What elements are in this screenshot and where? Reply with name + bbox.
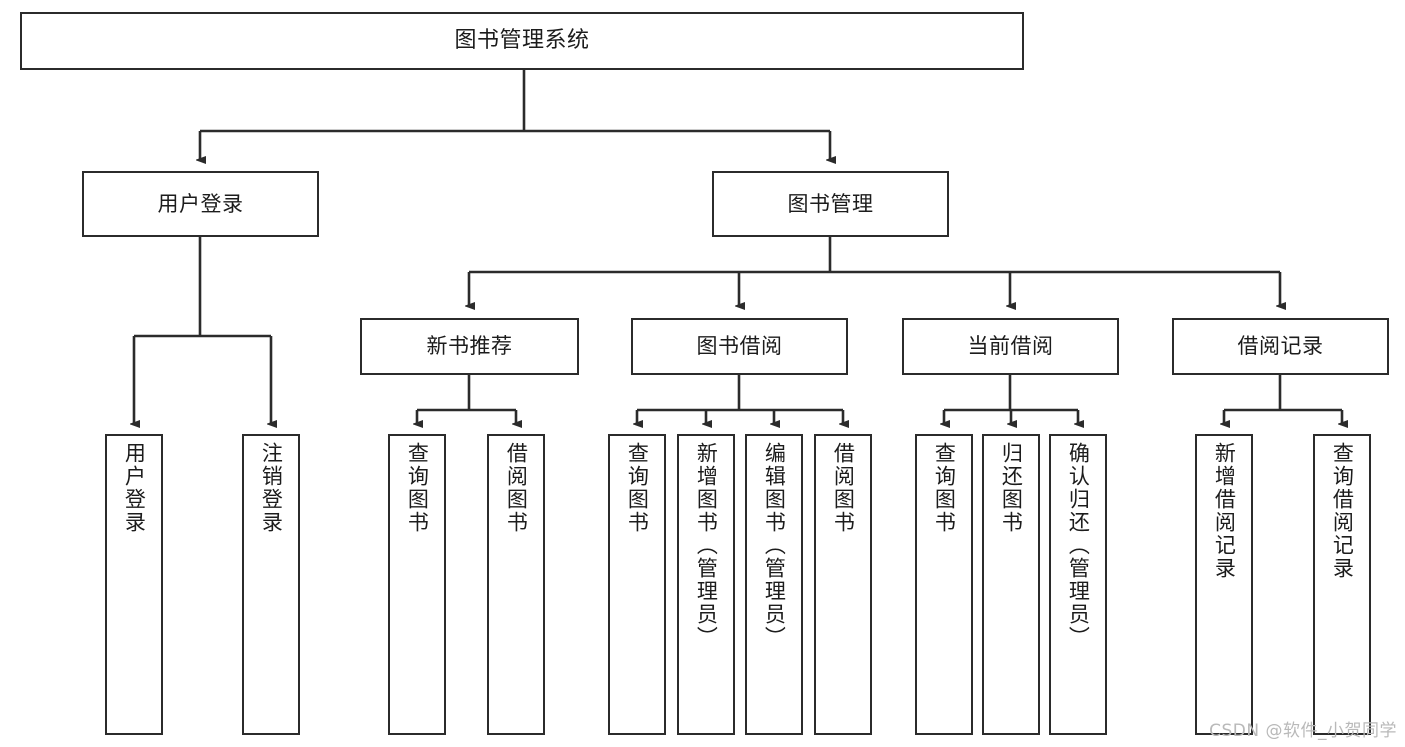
node-label: 查询借阅记录 bbox=[1330, 442, 1355, 580]
node-label: 当前借阅 bbox=[967, 334, 1054, 359]
leaf-new-book-borrow[interactable]: 借阅图书 bbox=[487, 434, 545, 735]
node-new-book-recommend[interactable]: 新书推荐 bbox=[360, 318, 579, 375]
node-label: 新增图书（管理员） bbox=[694, 442, 719, 649]
leaf-current-borrow-query[interactable]: 查询图书 bbox=[915, 434, 973, 735]
node-root-book-management-system[interactable]: 图书管理系统 bbox=[20, 12, 1024, 70]
node-label: 查询图书 bbox=[405, 442, 430, 534]
leaf-new-book-query[interactable]: 查询图书 bbox=[388, 434, 446, 735]
leaf-current-borrow-return[interactable]: 归还图书 bbox=[982, 434, 1040, 735]
node-label: 用户登录 bbox=[157, 191, 244, 216]
leaf-borrow-record-query[interactable]: 查询借阅记录 bbox=[1313, 434, 1371, 735]
node-label: 新书推荐 bbox=[426, 334, 513, 359]
leaf-book-borrow-query[interactable]: 查询图书 bbox=[608, 434, 666, 735]
node-label: 注销登录 bbox=[259, 442, 284, 534]
leaf-book-borrow-borrow[interactable]: 借阅图书 bbox=[814, 434, 872, 735]
node-user-login[interactable]: 用户登录 bbox=[82, 171, 319, 237]
node-label: 图书管理 bbox=[787, 191, 874, 216]
leaf-borrow-record-add[interactable]: 新增借阅记录 bbox=[1195, 434, 1253, 735]
node-label: 借阅图书 bbox=[504, 442, 529, 534]
node-borrow-record[interactable]: 借阅记录 bbox=[1172, 318, 1389, 375]
leaf-book-borrow-add[interactable]: 新增图书（管理员） bbox=[677, 434, 735, 735]
node-label: 编辑图书（管理员） bbox=[762, 442, 787, 649]
leaf-book-borrow-edit[interactable]: 编辑图书（管理员） bbox=[745, 434, 803, 735]
node-label: 借阅图书 bbox=[831, 442, 856, 534]
node-label: 新增借阅记录 bbox=[1212, 442, 1237, 580]
node-label: 确认归还（管理员） bbox=[1066, 442, 1091, 649]
node-current-borrow[interactable]: 当前借阅 bbox=[902, 318, 1119, 375]
leaf-current-borrow-confirm-return[interactable]: 确认归还（管理员） bbox=[1049, 434, 1107, 735]
node-label: 归还图书 bbox=[999, 442, 1024, 534]
node-label: 图书借阅 bbox=[696, 334, 783, 359]
node-book-management[interactable]: 图书管理 bbox=[712, 171, 949, 237]
node-label: 用户登录 bbox=[122, 442, 147, 534]
node-book-borrow[interactable]: 图书借阅 bbox=[631, 318, 848, 375]
leaf-user-login-logout[interactable]: 注销登录 bbox=[242, 434, 300, 735]
node-label: 查询图书 bbox=[932, 442, 957, 534]
leaf-user-login-login[interactable]: 用户登录 bbox=[105, 434, 163, 735]
node-label: 借阅记录 bbox=[1237, 334, 1324, 359]
node-label: 查询图书 bbox=[625, 442, 650, 534]
node-label: 图书管理系统 bbox=[454, 28, 590, 54]
csdn-watermark: CSDN @软件_小贺同学 bbox=[1209, 721, 1397, 741]
